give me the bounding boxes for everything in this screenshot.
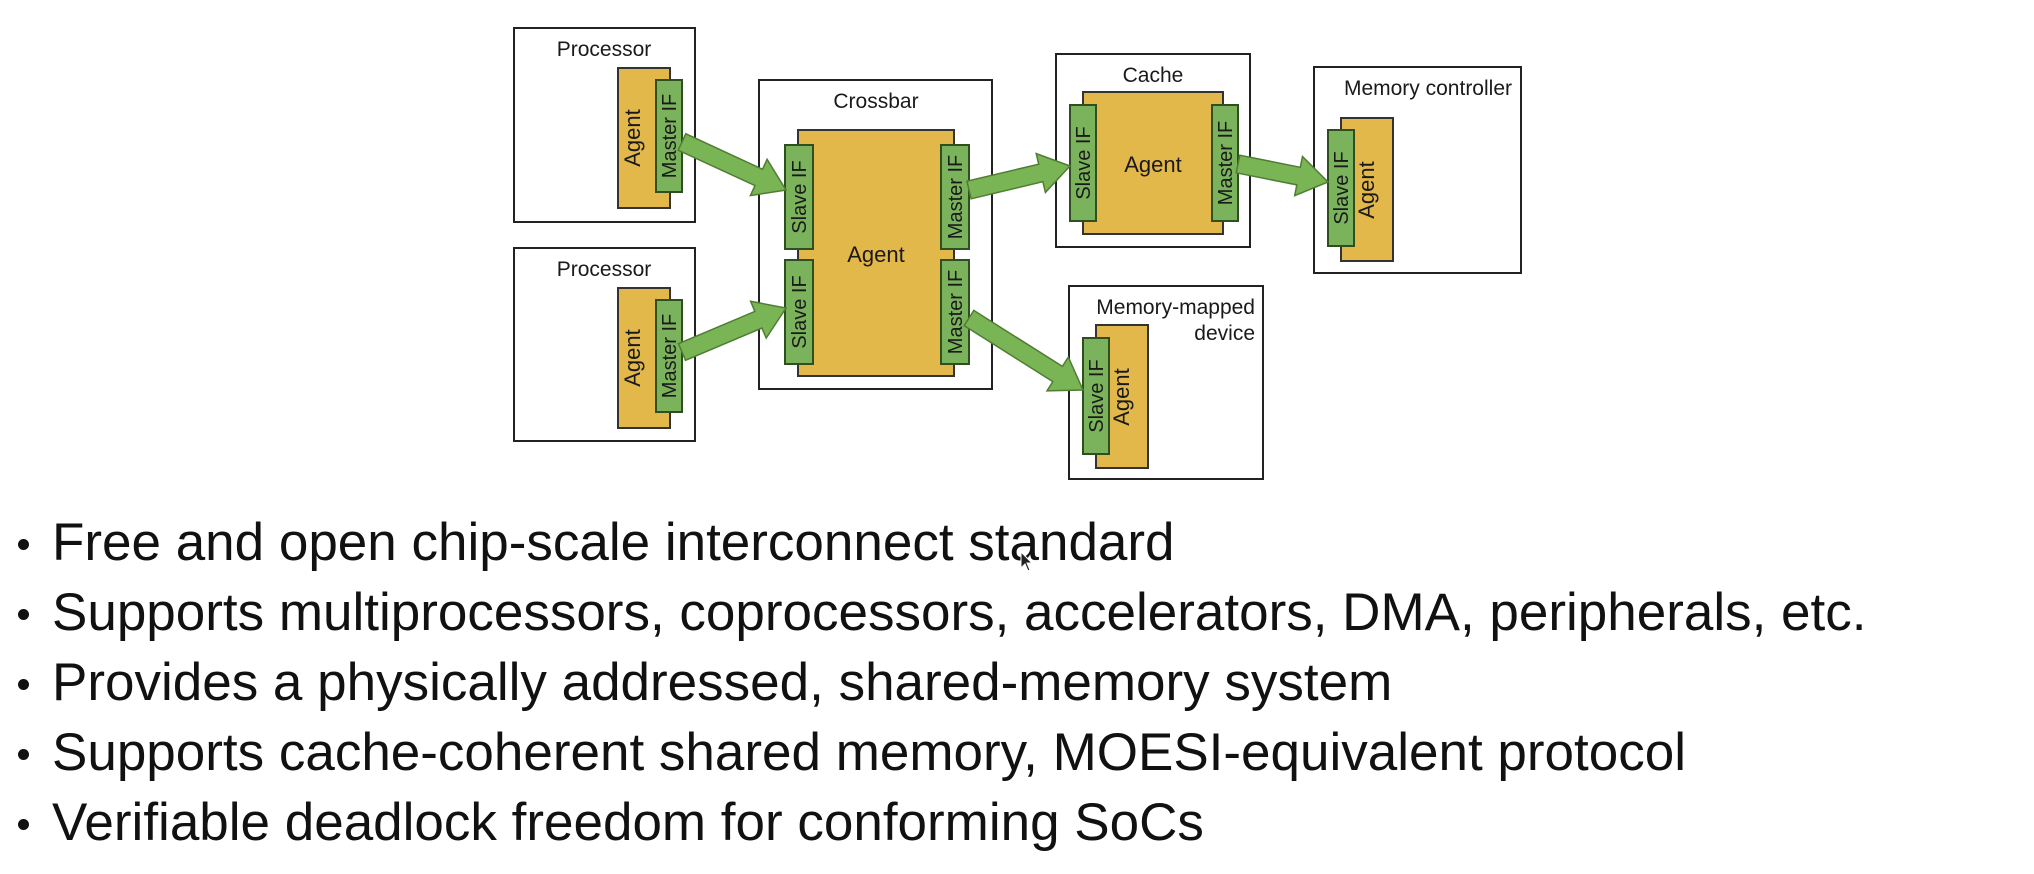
arrow-processor2-to-crossbar [677,300,788,362]
memory-mapped-device-title-line1: Memory-mapped [1096,296,1255,319]
crossbar-block: Crossbar Agent Slave IF Slave IF Master … [758,79,993,390]
bullet-item: Supports cache-coherent shared memory, M… [12,718,1866,788]
cache-master-if-label: Master IF [1215,121,1237,205]
bullet-item: Free and open chip-scale interconnect st… [12,508,1866,578]
bullet-list: Free and open chip-scale interconnect st… [12,508,1866,858]
memory-mapped-device-slave-if-label: Slave IF [1086,359,1108,432]
memory-mapped-device-agent-label: Agent [1109,368,1134,426]
crossbar-agent [797,129,955,377]
cache-title: Cache [1123,64,1184,87]
processor-1-title: Processor [557,38,652,61]
bullet-dot-icon [18,539,29,550]
cache-block: Cache Agent Slave IF Master IF [1055,53,1251,248]
bullet-item: Supports multiprocessors, coprocessors, … [12,578,1866,648]
bullet-dot-icon [18,819,29,830]
memory-controller-slave-if [1327,129,1355,247]
crossbar-slave-if-top-label: Slave IF [789,160,811,233]
cache-slave-if [1069,104,1097,222]
memory-mapped-device-title-line2: device [1194,322,1255,345]
memory-controller-slave-if-label: Slave IF [1331,151,1353,224]
connection-arrows [677,132,1330,392]
tilelink-block-diagram: Processor Agent Master IF Processor Agen… [513,27,1522,480]
cache-agent-label: Agent [1124,152,1182,177]
processor-2-master-if [655,299,683,413]
bullet-text: Supports cache-coherent shared memory, M… [52,723,1686,782]
processor-2-title: Processor [557,258,652,281]
crossbar-master-if-top-label: Master IF [945,155,967,239]
arrow-cache-to-memory-controller [1235,154,1330,197]
memory-mapped-device-block: Memory-mapped device Agent Slave IF [1068,285,1264,480]
bullet-dot-icon [18,679,29,690]
crossbar-slave-if-bottom [784,259,814,365]
processor-2-master-if-label: Master IF [659,314,681,398]
crossbar-master-if-bottom-label: Master IF [945,270,967,354]
arrow-crossbar-to-cache [965,152,1072,200]
processor-1-master-if [655,79,683,193]
memory-controller-title: Memory controller [1344,77,1512,100]
processor-1-block: Processor Agent Master IF [513,27,696,223]
arrow-crossbar-to-memory-mapped-device [963,309,1085,392]
crossbar-agent-label: Agent [847,242,905,267]
crossbar-title: Crossbar [833,90,918,113]
crossbar-slave-if-bottom-label: Slave IF [789,275,811,348]
bullet-text: Provides a physically addressed, shared-… [52,653,1393,712]
bullet-text: Free and open chip-scale interconnect st… [52,513,1175,572]
bullet-text: Verifiable deadlock freedom for conformi… [52,793,1204,852]
bullet-dot-icon [18,749,29,760]
crossbar-master-if-top [940,144,970,250]
cache-master-if [1211,104,1239,222]
processor-1-master-if-label: Master IF [659,94,681,178]
memory-controller-block: Memory controller Agent Slave IF [1313,66,1522,274]
memory-mapped-device-slave-if [1082,337,1110,455]
arrow-processor1-to-crossbar [677,132,788,197]
crossbar-slave-if-top [784,144,814,250]
processor-1-agent-label: Agent [620,109,645,167]
crossbar-master-if-bottom [940,259,970,365]
mouse-cursor-icon [1020,551,1034,572]
processor-2-agent-label: Agent [620,329,645,387]
processor-2-block: Processor Agent Master IF [513,247,696,442]
bullet-item: Provides a physically addressed, shared-… [12,648,1866,718]
memory-controller-agent-label: Agent [1354,161,1379,219]
cache-slave-if-label: Slave IF [1073,126,1095,199]
bullet-text: Supports multiprocessors, coprocessors, … [52,583,1867,642]
cache-agent [1082,91,1224,235]
bullet-item: Verifiable deadlock freedom for conformi… [12,788,1866,858]
bullet-dot-icon [18,609,29,620]
